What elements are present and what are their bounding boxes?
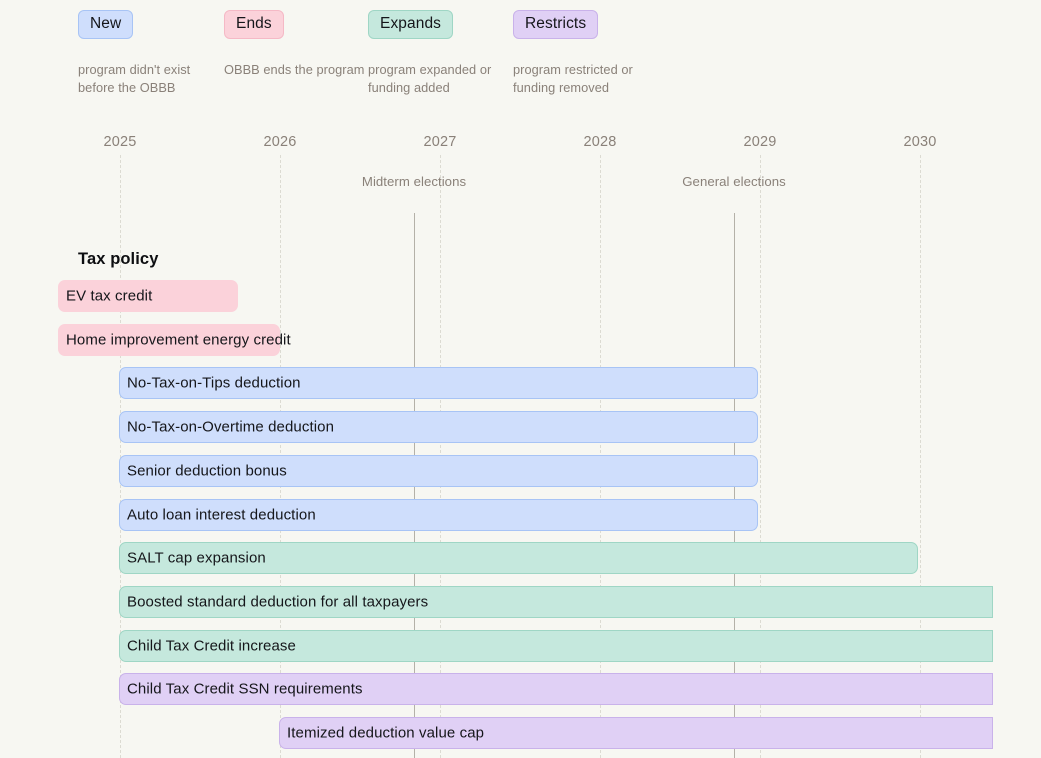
gridline-2029 <box>760 155 761 758</box>
legend-item-restricts[interactable]: Restricts program restricted or funding r… <box>513 10 633 95</box>
timeline-bar[interactable]: Home improvement energy credit <box>58 324 291 356</box>
timeline-bar-label: Child Tax Credit increase <box>127 637 296 655</box>
election-label-1: General elections <box>682 174 786 189</box>
timeline-bar[interactable]: EV tax credit <box>58 280 238 312</box>
timeline-bar-label: Senior deduction bonus <box>127 462 287 480</box>
legend-chip-restricts[interactable]: Restricts <box>513 10 599 40</box>
year-label-2027: 2027 <box>423 134 457 150</box>
timeline-bar[interactable]: Senior deduction bonus <box>119 455 758 487</box>
legend-caption-expands: program expanded or funding added <box>368 62 492 96</box>
timeline-bar-label: Home improvement energy credit <box>66 331 291 349</box>
legend-item-expands[interactable]: Expands program expanded or funding added <box>368 10 491 95</box>
legend-caption-ends: OBBB ends the program <box>224 62 365 77</box>
legend-caption-restricts: program restricted or funding removed <box>513 62 633 96</box>
timeline-bar-label: SALT cap expansion <box>127 549 266 567</box>
year-label-2028: 2028 <box>583 134 617 150</box>
timeline-bar-label: Auto loan interest deduction <box>127 506 316 524</box>
timeline-bar[interactable]: No-Tax-on-Tips deduction <box>119 367 758 399</box>
timeline-bar-label: Child Tax Credit SSN requirements <box>127 680 363 698</box>
year-label-2029: 2029 <box>743 134 777 150</box>
timeline-bar-label: Itemized deduction value cap <box>287 724 485 742</box>
election-label-0: Midterm elections <box>361 174 467 189</box>
year-label-2025: 2025 <box>103 134 137 150</box>
timeline-bar[interactable]: SALT cap expansion <box>119 542 918 574</box>
timeline-bar[interactable]: Itemized deduction value cap <box>279 717 993 749</box>
timeline-bar[interactable]: Auto loan interest deduction <box>119 499 758 531</box>
timeline-bar-label: No-Tax-on-Tips deduction <box>127 374 301 392</box>
timeline-bar[interactable]: Boosted standard deduction for all taxpa… <box>119 586 993 618</box>
legend-chip-expands[interactable]: Expands <box>368 10 454 40</box>
legend: New program didn't exist before the OBBB E… <box>0 0 1041 100</box>
gridline-2030 <box>920 155 921 758</box>
legend-caption-new: program didn't exist before the OBBB <box>78 62 191 96</box>
timeline-bar[interactable]: No-Tax-on-Overtime deduction <box>119 411 758 443</box>
legend-chip-ends[interactable]: Ends <box>224 10 284 40</box>
section-title: Tax policy <box>78 250 159 268</box>
timeline-bar[interactable]: Child Tax Credit increase <box>119 630 993 662</box>
timeline-bar[interactable]: Child Tax Credit SSN requirements <box>119 673 993 705</box>
legend-item-new[interactable]: New program didn't exist before the OBBB <box>78 10 190 95</box>
year-label-2026: 2026 <box>263 134 297 150</box>
timeline-bar-label: Boosted standard deduction for all taxpa… <box>127 593 429 611</box>
timeline-bar-label: EV tax credit <box>66 287 153 305</box>
timeline-bar-label: No-Tax-on-Overtime deduction <box>127 418 335 436</box>
year-label-2030: 2030 <box>903 134 937 150</box>
legend-chip-new[interactable]: New <box>78 10 134 40</box>
